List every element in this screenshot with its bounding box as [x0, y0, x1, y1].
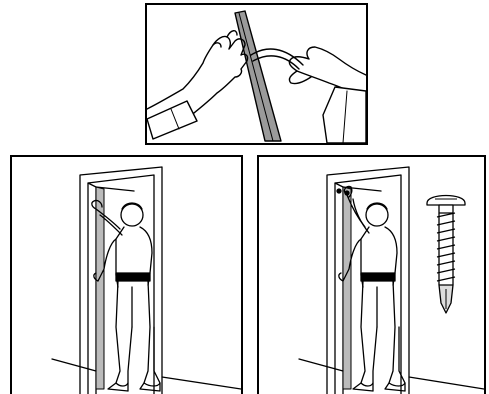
right-cuff: [323, 87, 366, 143]
panel-screw-frame: [257, 155, 486, 394]
press-strip-illustration: [12, 157, 241, 394]
weatherstrip: [343, 187, 351, 389]
belt: [361, 273, 395, 281]
peel-illustration: [147, 5, 366, 143]
panel-peel-adhesive: [145, 3, 368, 145]
panel-press-strip: [10, 155, 243, 394]
left-hand: [147, 36, 248, 117]
screw-threads: [437, 213, 455, 285]
left-cuff: [147, 101, 197, 139]
belt: [116, 273, 150, 281]
weatherstrip: [235, 11, 281, 141]
screw-frame-illustration: [259, 157, 484, 394]
pan-head-screw-icon: [427, 196, 465, 314]
